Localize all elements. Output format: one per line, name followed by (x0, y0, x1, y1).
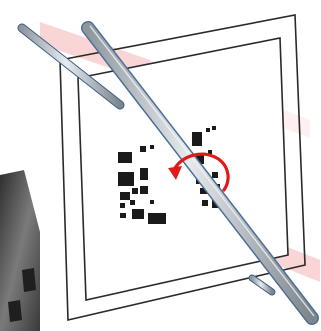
pattern-card (78, 38, 288, 300)
alignment-bar-lower (252, 278, 272, 292)
device-edge (0, 170, 40, 331)
